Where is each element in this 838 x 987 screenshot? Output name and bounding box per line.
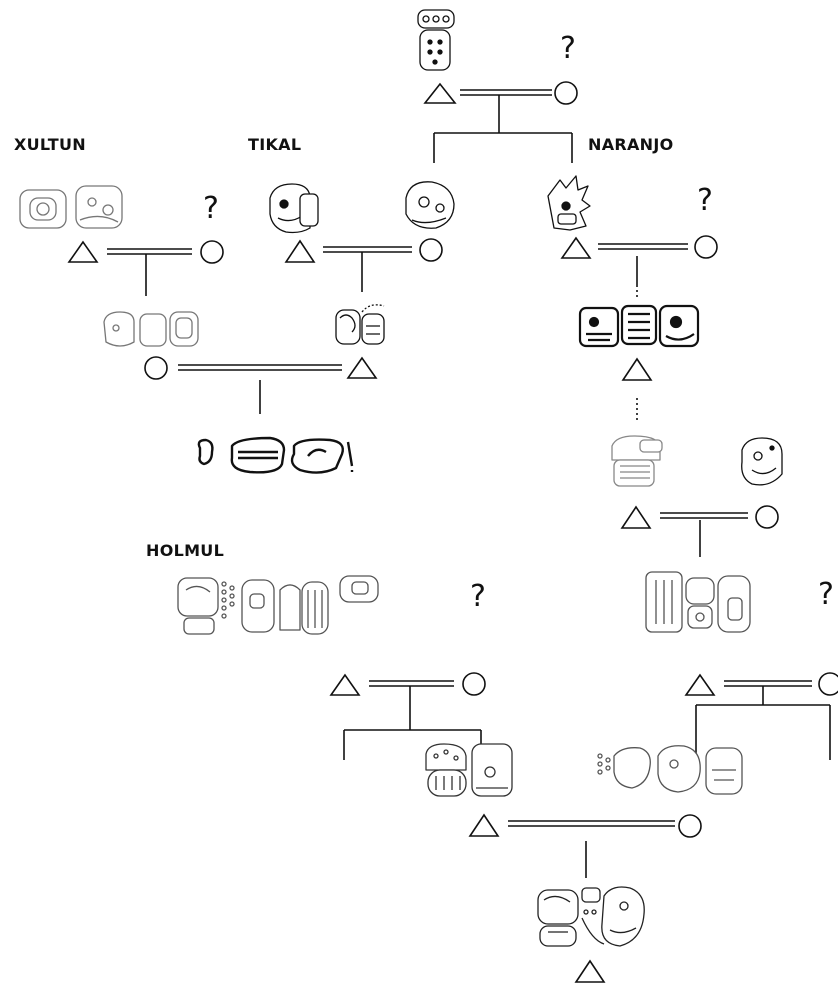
glyph-naranjo-lower-king xyxy=(612,436,662,486)
glyph-tikal-consort xyxy=(406,182,454,228)
glyph-naranjo-lord xyxy=(580,306,698,346)
male-symbol-naranjo xyxy=(562,238,590,258)
male-symbol-naranjo-lord xyxy=(623,359,651,380)
glyph-holmul-heir xyxy=(426,744,512,796)
glyph-xultun-ruler xyxy=(20,186,122,228)
male-symbol-tikal xyxy=(286,241,314,262)
glyph-holmul-ruler xyxy=(178,576,378,634)
glyph-naranjo-lower-queen xyxy=(742,438,782,485)
female-symbol-xultun-tikal xyxy=(145,357,167,379)
glyph-top-ancestor xyxy=(418,10,454,70)
glyph-xultun-tikal-queen xyxy=(104,312,198,346)
glyph-naranjo-ruler xyxy=(548,176,590,230)
male-symbol-top xyxy=(425,84,455,103)
male-symbol-final xyxy=(576,961,604,982)
female-symbol-bottom xyxy=(679,815,701,837)
glyph-xultun-tikal-king xyxy=(336,305,384,344)
glyph-tikal-ruler xyxy=(270,184,318,233)
male-symbol-right xyxy=(686,675,714,695)
male-symbol-xultun xyxy=(69,242,97,262)
glyph-final-descendant xyxy=(538,887,644,946)
female-symbol-tikal xyxy=(420,239,442,261)
female-symbol-naranjo-lower xyxy=(756,506,778,528)
female-symbol-right xyxy=(819,673,838,695)
glyph-right-heir xyxy=(598,746,742,794)
male-symbol-holmul xyxy=(331,675,359,695)
glyph-xultun-tikal-child xyxy=(199,438,352,473)
male-symbol-bottom xyxy=(470,815,498,836)
female-symbol-naranjo xyxy=(695,236,717,258)
male-symbol-xultun-tikal xyxy=(348,358,376,378)
female-symbol-top xyxy=(555,82,577,104)
male-symbol-naranjo-lower xyxy=(622,507,650,528)
glyph-right-king xyxy=(646,572,750,632)
female-symbol-xultun xyxy=(201,241,223,263)
female-symbol-holmul xyxy=(463,673,485,695)
